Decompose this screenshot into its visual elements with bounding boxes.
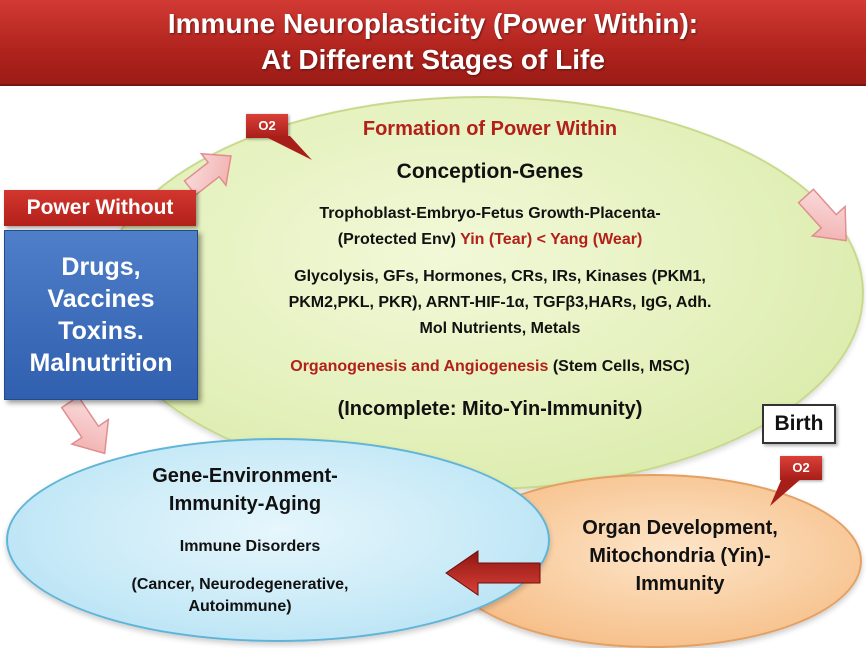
aging-details-line-1: (Cancer, Neurodegenerative,: [131, 576, 349, 593]
formation-line-6: Organogenesis and Angiogenesis (Stem Cel…: [200, 356, 780, 378]
arrow-to-birth: [797, 188, 847, 242]
organ-development-text: Organ Development, Mitochondria (Yin)- I…: [520, 514, 840, 598]
o2-badge-right-tail: [770, 478, 802, 506]
formation-line-5: Mol Nutrients, Metals: [419, 320, 581, 337]
power-without-item: Drugs,: [61, 253, 141, 281]
power-without-box: Drugs, Vaccines Toxins. Malnutrition: [4, 230, 198, 400]
title-line-2: At Different Stages of Life: [261, 44, 605, 75]
formation-line-7: (Incomplete: Mito-Yin-Immunity): [337, 398, 643, 420]
formation-line-1: Trophoblast-Embryo-Fetus Growth-Placenta…: [319, 205, 661, 222]
power-without-item: Malnutrition: [29, 349, 173, 377]
organogenesis-text: Organogenesis and Angiogenesis: [290, 358, 549, 375]
aging-heading: Gene-Environment- Immunity-Aging: [90, 462, 400, 518]
arrow-to-formation: [183, 152, 232, 197]
birth-box: Birth: [762, 404, 836, 444]
aging-details-line-2: Autoimmune): [188, 598, 292, 615]
formation-line-3: Glycolysis, GFs, Hormones, CRs, IRs, Kin…: [294, 268, 706, 285]
title-line-1: Immune Neuroplasticity (Power Within):: [167, 8, 699, 39]
organ-line-1: Organ Development,: [582, 517, 778, 539]
formation-line-4: PKM2,PKL, PKR), ARNT-HIF-1α, TGFβ3,HARs,…: [288, 294, 712, 311]
title-banner: Immune Neuroplasticity (Power Within): A…: [0, 0, 866, 86]
aging-ellipse: [6, 438, 550, 642]
arrow-organ-to-aging: [445, 550, 541, 596]
organ-line-3: Immunity: [635, 573, 725, 595]
yin-yang-text: Yin (Tear) < Yang (Wear): [460, 231, 643, 248]
aging-subheading: Immune Disorders: [179, 538, 321, 555]
formation-line-6-suffix: (Stem Cells, MSC): [548, 358, 690, 375]
o2-badge-right: O2: [780, 456, 822, 480]
formation-line-2: (Protected Env) Yin (Tear) < Yang (Wear): [220, 229, 760, 251]
organ-line-2: Mitochondria (Yin)-: [589, 545, 771, 567]
power-without-label: Power Without: [4, 190, 196, 226]
aging-heading-line-2: Immunity-Aging: [168, 493, 322, 515]
o2-badge-top-tail: [264, 136, 312, 160]
formation-line-2-prefix: (Protected Env): [337, 231, 461, 248]
formation-heading: Formation of Power Within: [362, 118, 618, 140]
o2-badge-top: O2: [246, 114, 288, 138]
power-without-item: Vaccines: [47, 285, 155, 313]
arrow-to-aging: [60, 395, 110, 455]
aging-details: (Cancer, Neurodegenerative, Autoimmune): [70, 574, 410, 618]
formation-subheading: Conception-Genes: [396, 160, 584, 183]
power-without-item: Toxins.: [58, 317, 144, 345]
aging-heading-line-1: Gene-Environment-: [152, 465, 338, 487]
